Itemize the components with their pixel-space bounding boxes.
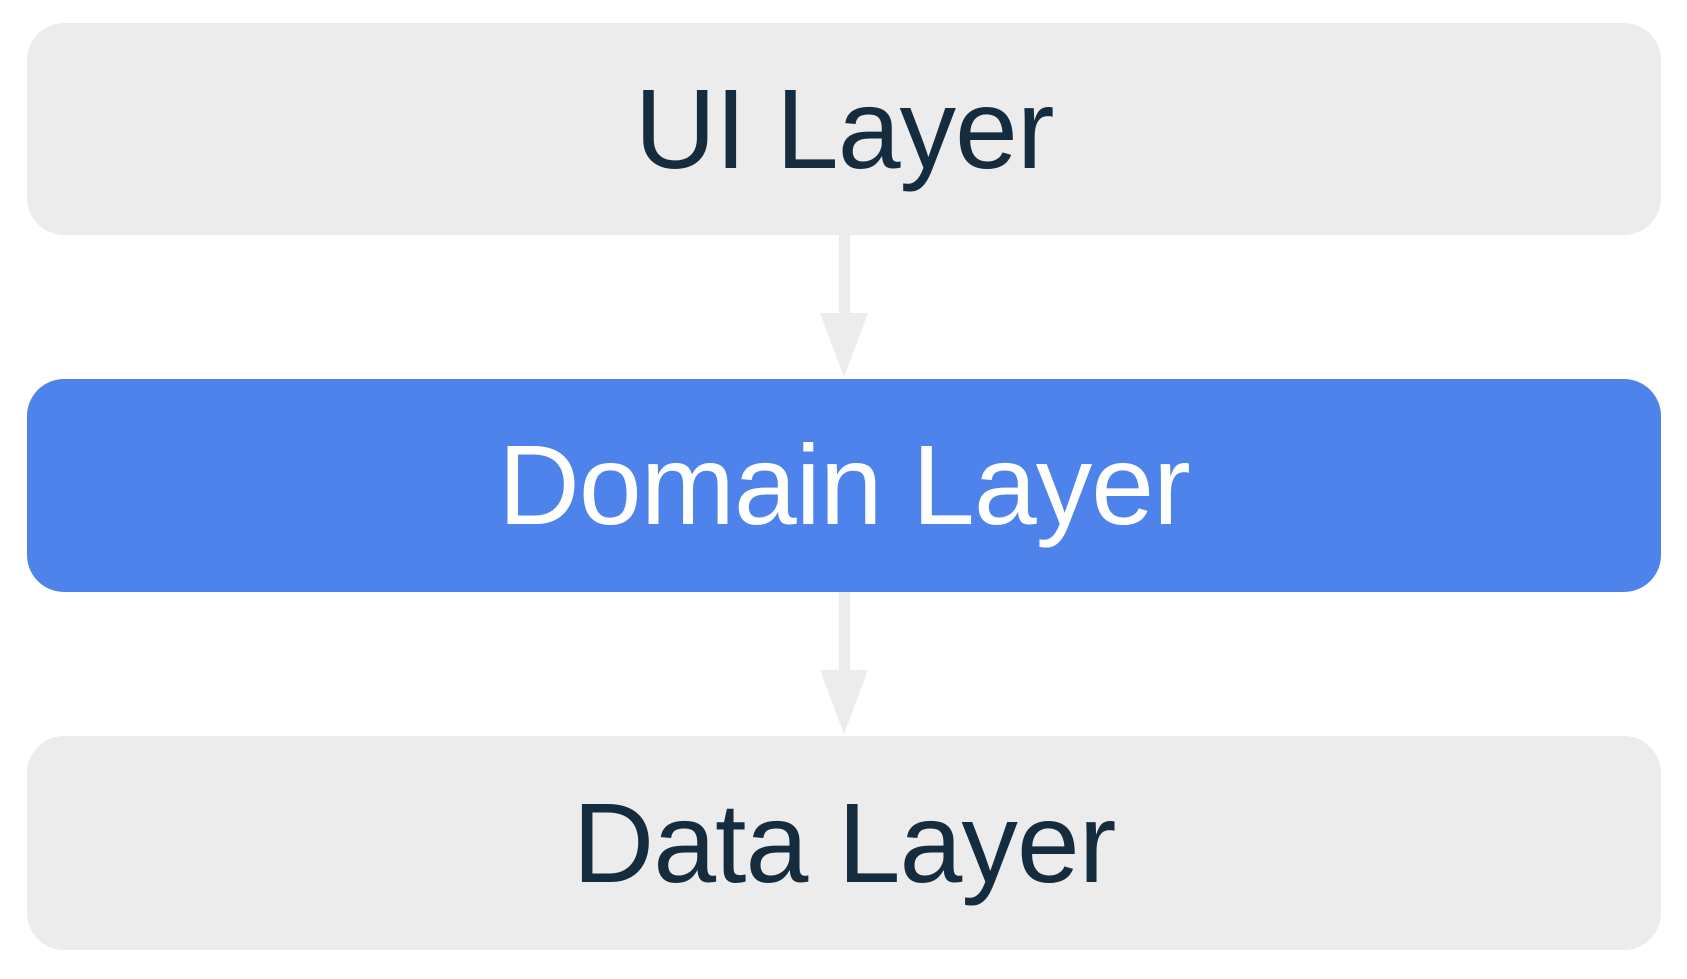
layer-box-domain: Domain Layer bbox=[27, 379, 1661, 592]
arrow-stem bbox=[839, 235, 850, 314]
layer-label-data: Data Layer bbox=[572, 779, 1117, 906]
arrow-head-icon bbox=[820, 670, 868, 734]
arrow-head-icon bbox=[820, 313, 868, 377]
arrow-stem bbox=[839, 592, 850, 671]
layer-label-domain: Domain Layer bbox=[498, 422, 1190, 548]
layer-box-data: Data Layer bbox=[27, 736, 1661, 950]
layer-label-ui: UI Layer bbox=[634, 65, 1054, 192]
down-arrow-ui-to-domain bbox=[820, 235, 869, 377]
down-arrow-domain-to-data bbox=[820, 592, 869, 734]
layer-box-ui: UI Layer bbox=[27, 23, 1661, 235]
